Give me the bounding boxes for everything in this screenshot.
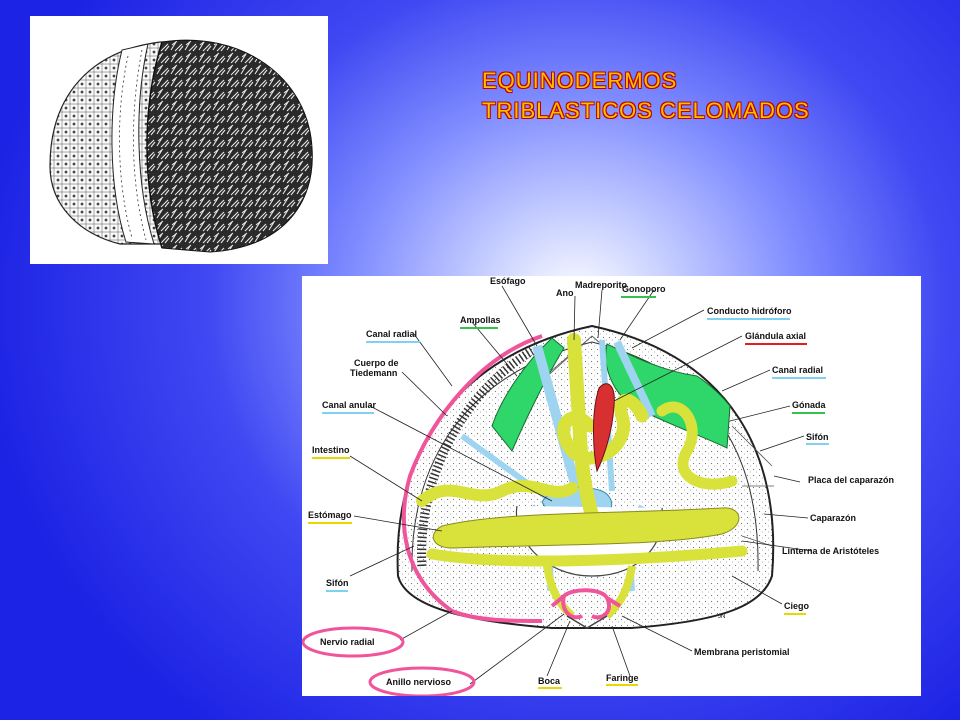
- label-canal-radial-left: Canal radial: [366, 329, 418, 339]
- title-line-1: EQUINODERMOS: [482, 68, 678, 93]
- label-ampollas: Ampollas: [460, 315, 501, 325]
- label-nervio-radial: Nervio radial: [320, 637, 375, 647]
- title-line-2: TRIBLASTICOS CELOMADOS: [482, 98, 810, 123]
- label-caparazon: Caparazón: [810, 513, 857, 523]
- label-sifon-left: Sifón: [326, 578, 349, 588]
- label-canal-anular: Canal anular: [322, 400, 377, 410]
- label-conducto-hidroforo: Conducto hidróforo: [707, 306, 792, 316]
- label-esofago: Esófago: [490, 276, 526, 286]
- sea-urchin-drawing-icon: [49, 39, 313, 253]
- label-intestino: Intestino: [312, 445, 350, 455]
- label-estomago: Estómago: [308, 510, 352, 520]
- label-cuerpo-de: Cuerpo de: [354, 358, 399, 368]
- label-anillo-nervioso: Anillo nervioso: [386, 677, 452, 687]
- label-boca: Boca: [538, 676, 561, 686]
- label-linterna-de-aristoteles: Linterna de Aristóteles: [782, 546, 880, 556]
- label-gonada: Gónada: [792, 400, 826, 410]
- anatomy-diagram: Esófago Ano Madreporito Gonoporo Ampolla…: [302, 276, 921, 696]
- sea-urchin-illustration: [30, 16, 328, 264]
- label-faringe: Faringe: [606, 673, 639, 683]
- label-canal-radial-right: Canal radial: [772, 365, 824, 375]
- label-ano: Ano: [556, 288, 574, 298]
- label-placa-del-caparazon: Placa del caparazón: [808, 475, 895, 485]
- sea-urchin-anatomy-cross-section-icon: [302, 285, 829, 696]
- label-glandula-axial: Glándula axial: [745, 331, 807, 341]
- label-sifon-right: Sifón: [806, 432, 829, 442]
- label-tiedemann: Tiedemann: [350, 368, 398, 378]
- label-gonoporo: Gonoporo: [622, 284, 666, 294]
- label-membrana-peristomial: Membrana peristomial: [694, 647, 790, 657]
- artist-signature: JN: [718, 614, 726, 620]
- label-ciego: Ciego: [784, 601, 810, 611]
- slide-title: EQUINODERMOS TRIBLASTICOS CELOMADOS: [482, 66, 810, 126]
- label-madreporito: Madreporito: [575, 280, 628, 290]
